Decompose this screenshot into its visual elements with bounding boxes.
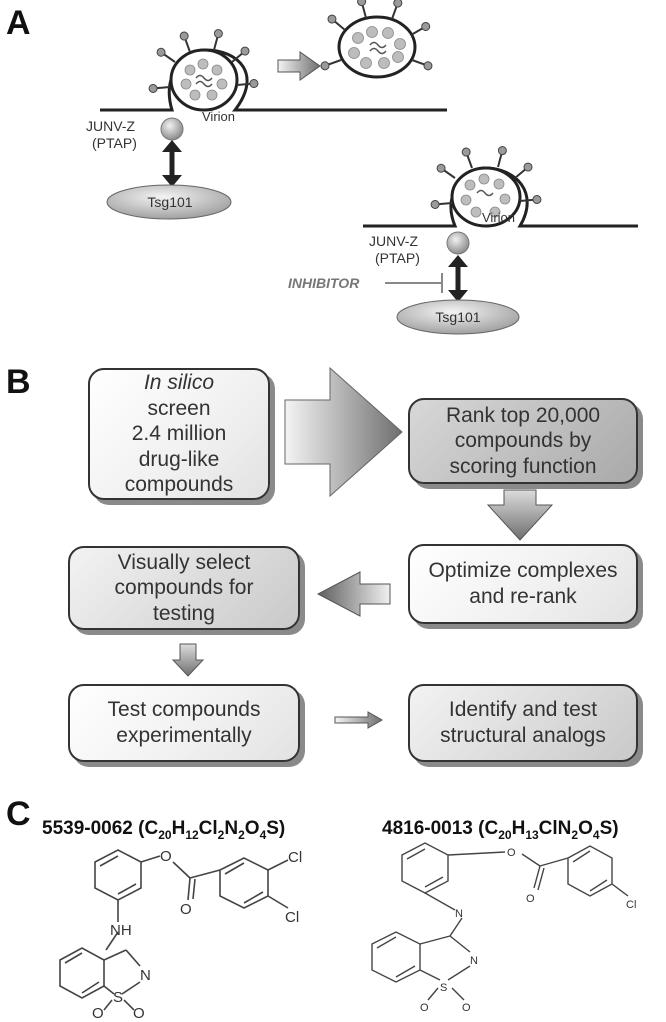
panel-b-letter: B	[6, 363, 31, 401]
flow-arrow-right-small	[334, 711, 384, 729]
step5-line1: Test compounds	[107, 698, 261, 722]
step-identify-analogs: Identify and test structural analogs	[408, 684, 638, 762]
junv-z-label-2: JUNV-Z	[369, 233, 418, 249]
flow-arrow-down-small	[171, 643, 205, 677]
budding-virion-1	[100, 27, 447, 112]
step-in-silico-screen: In silico screen 2.4 million drug-like c…	[88, 368, 270, 500]
step-test-compounds: Test compounds experimentally	[68, 684, 300, 762]
atom-o-ether-1: O	[160, 848, 172, 865]
flow-arrow-down-big	[486, 489, 554, 541]
compound-1-id: 5539-0062	[42, 818, 133, 839]
tsg101-protein-2	[396, 299, 520, 335]
budding-virion-2	[363, 144, 638, 228]
atom-o-carbonyl-1: O	[180, 901, 192, 918]
atom-o-carbonyl-2: O	[526, 893, 535, 905]
interaction-double-arrow-2	[448, 255, 468, 302]
atom-so-o2-2: O	[462, 1002, 471, 1014]
atom-o-ether-2: O	[507, 847, 516, 859]
atom-n-ring-2: N	[470, 955, 478, 967]
atom-so-o1-2: O	[420, 1002, 429, 1014]
virion-label-1: Virion	[202, 109, 235, 124]
atom-cl-1: Cl	[288, 849, 302, 866]
compound-1-formula: (C20H12Cl2N2O4S)	[138, 818, 286, 842]
panel-a-letter: A	[6, 4, 31, 42]
atom-so-o1-1: O	[92, 1005, 104, 1022]
interaction-double-arrow-1	[162, 140, 182, 187]
step2-line1: Rank top 20,000	[445, 403, 601, 427]
inhibitor-label: INHIBITOR	[288, 275, 360, 291]
atom-nh-1: NH	[110, 922, 132, 939]
tsg101-label-2: Tsg101	[435, 309, 480, 325]
release-arrow	[277, 51, 321, 81]
atom-so-o2-1: O	[133, 1005, 145, 1022]
tsg101-label-1: Tsg101	[147, 194, 192, 210]
structure-4816-0013	[371, 842, 629, 1001]
step4-line2: compounds for	[114, 576, 254, 600]
atom-s-2: S	[440, 982, 447, 994]
atom-s-1: S	[113, 989, 123, 1006]
step6-line1: Identify and test	[448, 698, 598, 722]
structure-5539-0062	[59, 849, 289, 1011]
atom-cl-2: Cl	[285, 909, 299, 926]
step2-line2: compounds by	[454, 429, 592, 453]
step-visually-select: Visually select compounds for testing	[68, 546, 300, 630]
step5-line2: experimentally	[116, 724, 252, 747]
step2-line3: scoring function	[449, 454, 597, 478]
released-virion	[318, 0, 435, 79]
atom-cl-3: Cl	[626, 899, 636, 911]
compound-1-title: 5539-0062 (C20H12Cl2N2O4S)	[42, 818, 285, 842]
ptap-label-1: (PTAP)	[92, 135, 137, 151]
step6-line2: structural analogs	[440, 724, 606, 747]
compound-2-title: 4816-0013 (C20H13ClN2O4S)	[382, 818, 619, 842]
step1-line5: compounds	[124, 473, 234, 497]
junv-z-protein-2	[446, 231, 470, 255]
atom-n-1: N	[140, 967, 151, 984]
atom-n-nh-2: N	[455, 908, 463, 920]
step3-line2: and re-rank	[469, 585, 577, 608]
step4-line3: testing	[153, 601, 215, 625]
compound-2-id: 4816-0013	[382, 818, 473, 839]
tsg101-protein-1	[106, 184, 232, 220]
panel-c-letter: C	[6, 795, 31, 833]
step1-line2: screen	[147, 396, 211, 420]
step1-line1: In silico	[143, 370, 214, 394]
junv-z-label-1: JUNV-Z	[86, 118, 135, 134]
step3-line1: Optimize complexes	[428, 559, 618, 583]
step4-line1: Visually select	[117, 550, 251, 574]
step-rank-compounds: Rank top 20,000 compounds by scoring fun…	[408, 398, 638, 484]
virion-label-2: Virion	[482, 210, 515, 225]
step1-line4: drug-like	[138, 447, 220, 471]
flow-arrow-right-big	[284, 366, 403, 498]
inhibitor-blocker	[385, 273, 443, 293]
step1-line3: 2.4 million	[131, 422, 227, 446]
step-optimize-complexes: Optimize complexes and re-rank	[408, 544, 638, 624]
compound-2-formula: (C20H13ClN2O4S)	[478, 818, 619, 842]
ptap-label-2: (PTAP)	[375, 250, 420, 266]
flow-arrow-left	[316, 571, 391, 617]
junv-z-protein-1	[160, 117, 184, 141]
